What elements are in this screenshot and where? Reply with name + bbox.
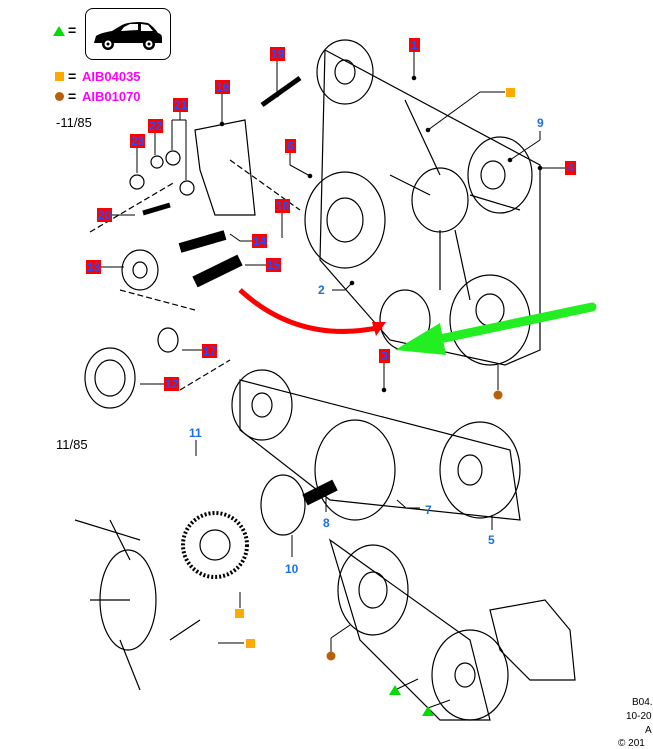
pulley-9 [467,136,533,214]
legend-equals-circle: = [68,88,77,104]
green-triangle-marker [422,706,434,716]
callout-18[interactable]: 18 [275,199,291,213]
lower-pulley-top [231,369,293,441]
lower-pulley-mid [337,544,409,636]
footer-date: 10-20 [626,711,652,722]
callout-15[interactable]: 15 [266,258,282,272]
callout-12[interactable]: 12 [164,377,180,391]
callout-9[interactable]: 9 [537,116,544,130]
green-triangle-marker [389,685,401,695]
callout-14[interactable]: 14 [252,234,268,248]
bracket-16 [194,119,256,216]
fan-hub [411,167,469,233]
upper-section-period: -11/85 [56,115,92,130]
pulley-7 [314,419,396,521]
car-icon-box [85,8,171,60]
washer-21a [165,150,181,166]
bearing-13 [121,249,159,291]
legend-equals-square: = [68,68,77,84]
spacer-15 [192,254,243,288]
callout-17[interactable]: 17 [202,344,218,358]
callout-1[interactable]: 1 [409,38,420,52]
viscous-coupling [181,511,249,579]
lower-fan-hub [99,549,157,651]
callout-10[interactable]: 10 [285,562,299,576]
stud-19 [260,75,302,108]
nut-23 [129,174,145,190]
callout-21[interactable]: 21 [173,98,189,112]
callout-4[interactable]: 4 [565,161,576,175]
shaft-8 [302,479,338,506]
orange-square-marker [506,88,515,97]
brown-circle-marker [326,651,336,661]
callout-8[interactable]: 8 [323,516,330,530]
callout-5[interactable]: 5 [488,533,495,547]
legend-code-square: AIB04035 [82,69,141,84]
water-pump-pulley [431,629,509,721]
callout-6[interactable]: 6 [285,139,296,153]
water-pump-body [489,599,576,681]
footer-ref: B04. [632,697,653,708]
brown-circle-marker [493,390,503,400]
legend-code-circle: AIB01070 [82,89,141,104]
lock-washer-22 [150,155,164,169]
washer-17 [157,327,179,353]
upper-pulley-top [316,39,374,105]
callout-11[interactable]: 11 [189,426,202,440]
brown-circle-icon [55,92,64,101]
red-arrow-head [372,322,386,336]
car-icon [94,22,162,50]
footer-copyright: © 201 [618,738,645,749]
green-arrow [425,302,597,346]
spacer-14 [178,230,227,253]
orange-square-icon [55,72,64,81]
washer-21b [179,180,195,196]
legend-equals-triangle: = [68,22,77,38]
pulley-6 [304,171,386,269]
upper-belt-1 [319,49,541,366]
orange-square-marker [246,639,255,648]
bolt-20 [142,202,171,216]
pulley-5 [439,421,521,519]
hub-10 [260,474,306,536]
callout-7[interactable]: 7 [425,503,432,517]
fan-blades [389,99,521,301]
callout-16[interactable]: 16 [215,80,231,94]
callout-23[interactable]: 23 [130,134,146,148]
red-arrow [238,288,383,334]
footer-rev: A [645,725,652,736]
pulley-12 [84,347,136,409]
callout-13[interactable]: 13 [86,260,102,274]
green-arrow-head [395,323,446,355]
orange-square-marker [235,609,244,618]
callout-2[interactable]: 2 [318,283,325,297]
callout-3[interactable]: 3 [379,349,390,363]
lower-section-period: 11/85 [56,437,88,452]
callout-20[interactable]: 20 [97,208,113,222]
lower-belt-3 [239,379,521,521]
callout-19[interactable]: 19 [270,47,286,61]
callout-22[interactable]: 22 [148,119,164,133]
green-triangle-icon [53,26,65,36]
lower-fan-blades [74,519,201,691]
